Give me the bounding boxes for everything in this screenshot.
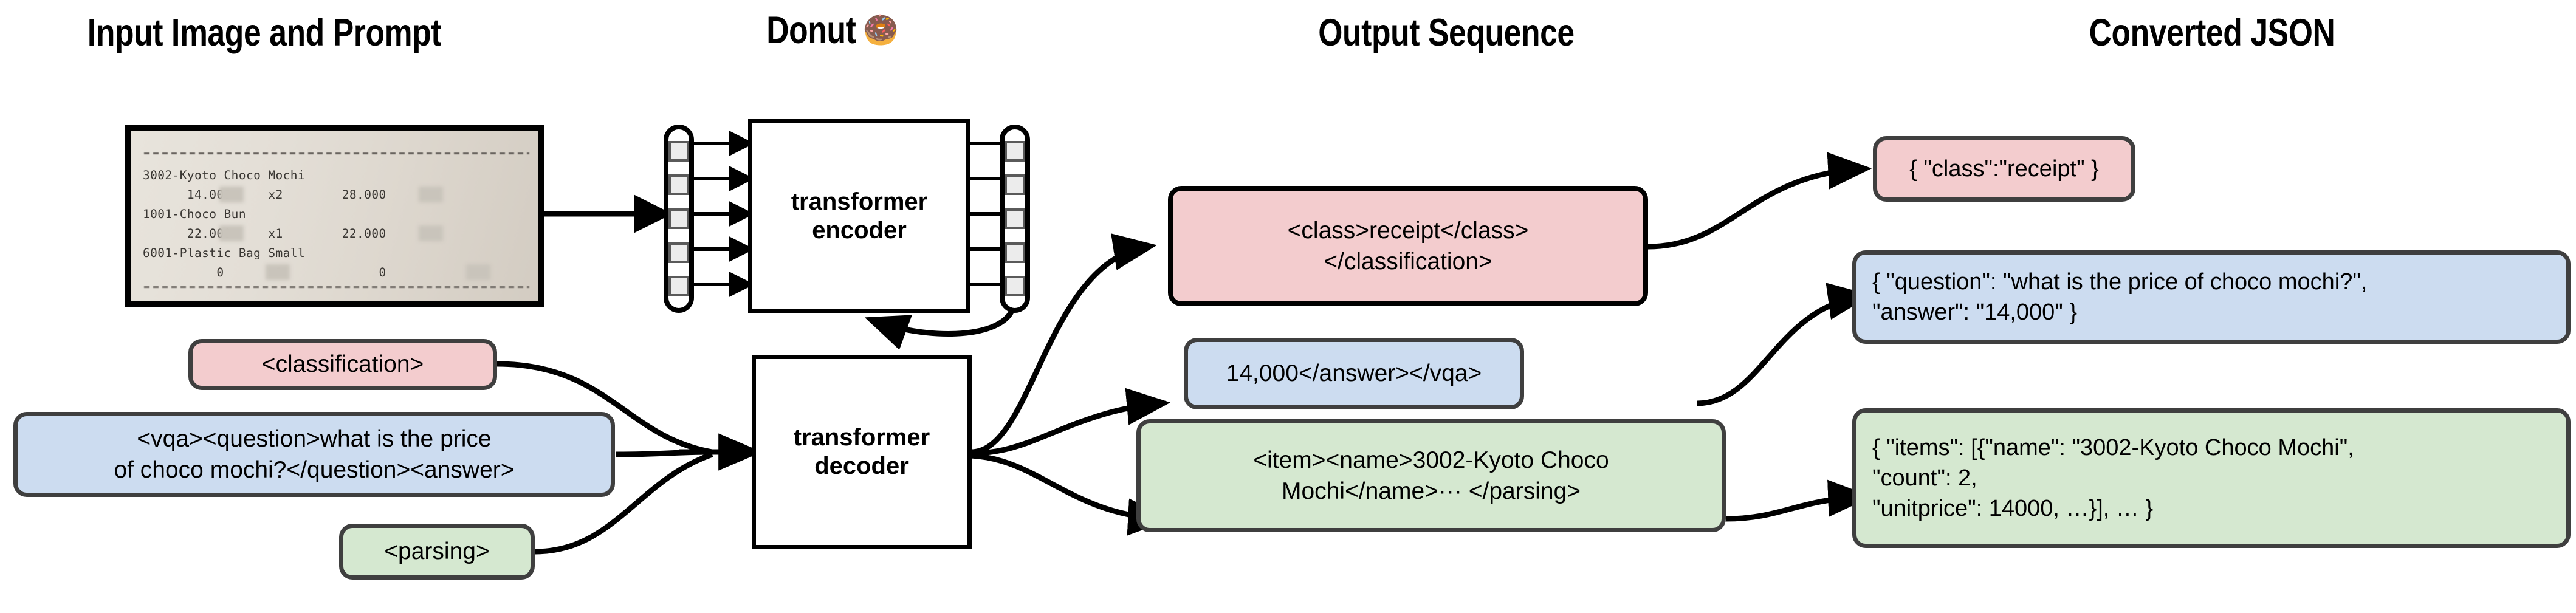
patch-token <box>668 242 689 263</box>
transformer-decoder-label: transformer decoder <box>793 423 930 479</box>
encoded-token <box>1005 208 1025 229</box>
patch-token <box>668 174 689 196</box>
patch-token <box>668 140 689 162</box>
output-vqa[interactable]: 14,000</answer></vqa> <box>1184 338 1524 409</box>
receipt-redaction <box>466 264 490 280</box>
encoded-token <box>1005 174 1025 196</box>
output-parsing[interactable]: <item><name>3002-Kyoto Choco Mochi</name… <box>1136 419 1726 532</box>
receipt-redaction <box>219 187 244 202</box>
receipt-redaction <box>419 187 443 202</box>
encoder-output-token-strip <box>1000 125 1030 313</box>
output-classification[interactable]: <class>receipt</class> </classification> <box>1168 186 1648 306</box>
receipt-paper: 3002-Kyoto Choco Mochi 14.000 x2 28.000 … <box>131 131 538 301</box>
output-vqa-text: 14,000</answer></vqa> <box>1226 360 1482 387</box>
column-title-output: Output Sequence <box>1197 11 1695 55</box>
receipt-line-4: 22.000 x1 22.000 <box>143 227 386 241</box>
encoder-input-token-strip <box>664 125 694 313</box>
column-title-json: Converted JSON <box>1918 11 2506 55</box>
column-title-json-label: Converted JSON <box>2089 12 2335 54</box>
output-parsing-text: <item><name>3002-Kyoto Choco Mochi</name… <box>1253 447 1609 504</box>
encoded-token <box>1005 242 1025 263</box>
column-title-input: Input Image and Prompt <box>47 11 481 55</box>
prompt-vqa[interactable]: <vqa><question>what is the price of choc… <box>13 412 615 497</box>
receipt-redaction <box>419 225 443 241</box>
receipt-line-2: 14.000 x2 28.000 <box>143 188 386 202</box>
prompt-classification-text: <classification> <box>261 351 424 378</box>
receipt-redaction <box>266 264 290 280</box>
output-classification-text: <class>receipt</class> </classification> <box>1287 217 1529 275</box>
json-classification[interactable]: { "class":"receipt" } <box>1873 136 2135 202</box>
column-title-model: Donut 🍩 <box>678 9 987 52</box>
json-vqa[interactable]: { "question": "what is the price of choc… <box>1852 250 2571 344</box>
column-title-output-label: Output Sequence <box>1318 12 1575 54</box>
column-title-model-label: Donut <box>766 9 856 52</box>
encoded-token <box>1005 140 1025 162</box>
transformer-encoder-box: transformer encoder <box>748 119 970 313</box>
receipt-line-1: 3002-Kyoto Choco Mochi <box>143 168 306 182</box>
receipt-redaction <box>219 225 244 241</box>
patch-token <box>668 276 689 297</box>
prompt-parsing[interactable]: <parsing> <box>339 524 535 580</box>
json-classification-text: { "class":"receipt" } <box>1909 156 2099 182</box>
transformer-encoder-label: transformer encoder <box>791 188 928 244</box>
input-receipt-image: 3002-Kyoto Choco Mochi 14.000 x2 28.000 … <box>125 125 544 307</box>
receipt-divider-top <box>144 152 529 154</box>
patch-token <box>668 208 689 229</box>
prompt-classification[interactable]: <classification> <box>188 339 497 390</box>
json-parsing-text: { "items": [{"name": "3002-Kyoto Choco M… <box>1872 434 2354 522</box>
donut-icon: 🍩 <box>862 10 899 50</box>
json-parsing[interactable]: { "items": [{"name": "3002-Kyoto Choco M… <box>1852 408 2571 548</box>
receipt-line-3: 1001-Choco Bun <box>143 207 246 221</box>
encoded-token <box>1005 276 1025 297</box>
transformer-decoder-box: transformer decoder <box>752 355 972 549</box>
json-vqa-text: { "question": "what is the price of choc… <box>1872 269 2368 325</box>
column-title-input-label: Input Image and Prompt <box>87 12 442 54</box>
prompt-parsing-text: <parsing> <box>384 538 490 565</box>
prompt-vqa-text: <vqa><question>what is the price of choc… <box>114 425 515 483</box>
receipt-divider-bottom <box>144 286 529 288</box>
receipt-line-6: 0 x1 0 <box>143 265 386 279</box>
receipt-line-5: 6001-Plastic Bag Small <box>143 246 306 260</box>
